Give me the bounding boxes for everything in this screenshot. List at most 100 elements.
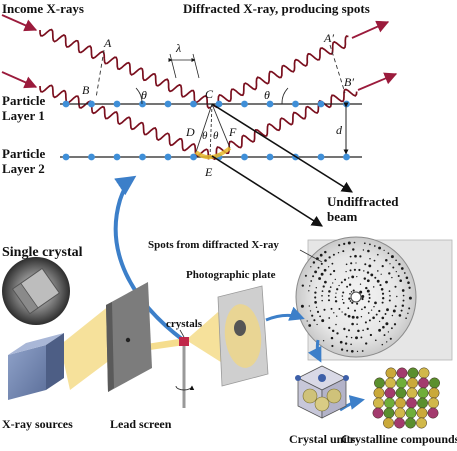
diffraction-spot — [310, 280, 313, 282]
compound-sphere — [373, 387, 385, 399]
diffraction-spot — [400, 267, 404, 270]
diffraction-spot — [309, 285, 311, 287]
diffraction-spot — [390, 255, 394, 259]
diffraction-spot — [350, 349, 354, 353]
diffraction-spot — [312, 275, 315, 278]
diffraction-spot — [402, 294, 405, 297]
diffraction-spot — [367, 249, 370, 253]
atom-dot-layer1 — [317, 100, 325, 108]
diffraction-spot — [394, 305, 397, 308]
diffraction-spot — [336, 288, 339, 291]
point-bprime-label: B′ — [344, 75, 354, 89]
diffraction-spot — [360, 315, 363, 318]
diffraction-spot — [340, 281, 343, 284]
diffraction-spot — [334, 296, 337, 299]
diffraction-spot — [389, 337, 392, 340]
incoming-arrow-lower — [1, 71, 38, 89]
diffraction-spot — [328, 317, 331, 319]
diffraction-spot — [313, 319, 316, 322]
diffraction-spot — [381, 301, 384, 304]
diffraction-spot — [382, 325, 385, 329]
construction-line-c-f — [211, 103, 231, 149]
diffraction-spot — [353, 241, 356, 244]
diffraction-spot — [391, 314, 394, 317]
diffraction-spot — [374, 276, 377, 279]
diffraction-spot — [321, 294, 323, 297]
diffraction-spot — [354, 309, 356, 312]
compound-sphere — [406, 387, 418, 399]
diffraction-spot — [381, 264, 384, 268]
diffraction-spot — [386, 341, 388, 343]
crystal-faces — [11, 267, 61, 315]
diffraction-spot — [365, 286, 368, 290]
diffraction-spot — [347, 307, 350, 310]
crystal-units-label: Crystal units — [289, 432, 356, 446]
diffraction-spot — [343, 278, 347, 281]
atom-dot-layer1 — [62, 100, 70, 108]
diffraction-spot — [350, 343, 352, 346]
diffraction-spot — [346, 285, 349, 288]
compound-sphere — [428, 397, 439, 409]
diffraction-spot — [345, 270, 347, 273]
diffraction-spot — [331, 262, 334, 265]
diffraction-spot — [336, 332, 339, 335]
diffraction-spot — [403, 272, 406, 274]
atom-dot-layer1 — [113, 100, 121, 108]
diffraction-spot — [407, 281, 410, 284]
crystal-holder — [175, 337, 195, 408]
diffraction-spot — [405, 276, 409, 280]
diffraction-spot — [363, 242, 366, 245]
diffraction-spot — [331, 329, 335, 333]
diffraction-spot — [384, 313, 387, 315]
diffraction-spot — [388, 299, 391, 302]
diffraction-spot — [369, 333, 373, 337]
diffraction-spot — [349, 292, 351, 295]
diffraction-spot — [366, 279, 370, 283]
crystalline-compounds-label: Crystalline compounds — [341, 432, 457, 446]
diffraction-spot — [328, 290, 331, 293]
diffraction-spot — [348, 283, 352, 286]
diffraction-spot — [346, 349, 349, 352]
diffraction-spot — [319, 315, 321, 318]
diffraction-spot — [378, 246, 382, 250]
atom-dot-layer1 — [266, 100, 274, 108]
diffraction-spot — [315, 306, 318, 309]
diffraction-spot — [383, 334, 386, 337]
diffraction-spot — [308, 290, 310, 292]
diffraction-spot — [350, 262, 353, 265]
diffraction-spot — [362, 249, 365, 251]
layer1-label-line1: Particle — [2, 93, 46, 108]
diffraction-spot — [370, 309, 373, 311]
diffraction-spot — [338, 244, 341, 247]
diffraction-spot — [368, 243, 371, 246]
crystals-label: crystals — [166, 318, 203, 330]
point-b-label: B — [82, 83, 90, 97]
diffraction-spot — [373, 259, 376, 262]
construction-line-c-d — [195, 103, 213, 153]
compound-sphere — [374, 377, 385, 389]
diffraction-spot — [330, 336, 334, 340]
diffraction-spot — [333, 312, 335, 314]
diffraction-spot — [374, 301, 377, 305]
diffraction-spot — [327, 294, 330, 297]
diffraction-spot — [358, 268, 361, 272]
atom-dot-layer2 — [88, 153, 95, 161]
dashed-line-a-b — [95, 49, 105, 99]
diffraction-spot — [359, 255, 362, 258]
diffraction-spot — [354, 254, 357, 258]
compound-sphere — [407, 367, 419, 379]
undiffracted-beam-arrow-2 — [211, 155, 323, 227]
compound-sphere — [383, 417, 394, 429]
diffraction-spot — [316, 323, 318, 326]
compound-sphere — [427, 407, 439, 419]
layer1-label-line2: Layer 1 — [2, 108, 45, 123]
diffraction-spot — [315, 287, 317, 289]
atom-dot-layer1 — [343, 100, 350, 108]
diffraction-center-hole — [350, 291, 362, 303]
compound-sphere — [394, 417, 405, 429]
atom-dot-layer2 — [343, 153, 350, 161]
diffraction-spot — [352, 248, 355, 251]
diffraction-spot — [397, 275, 400, 277]
diffraction-spot — [372, 316, 375, 320]
